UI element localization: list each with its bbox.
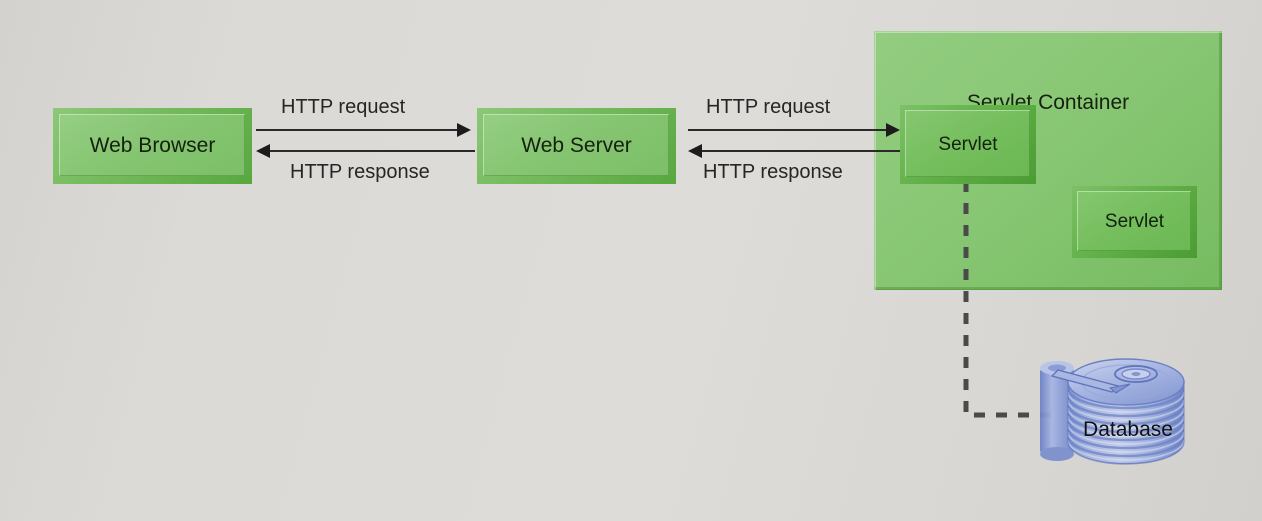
arrow-right-icon: [457, 123, 471, 137]
arrow-line-response-servlet-server: [702, 150, 905, 152]
database-label: Database: [1083, 418, 1173, 441]
node-servlet-1: Servlet: [900, 105, 1036, 184]
web-browser-label: Web Browser: [89, 134, 216, 157]
node-servlet-2: Servlet: [1072, 186, 1197, 258]
label-http-request-server-servlet: HTTP request: [706, 96, 831, 118]
database-top-platter: [1067, 358, 1185, 406]
arrow-line-request-server-servlet: [688, 129, 890, 131]
arrow-left-icon: [256, 144, 270, 158]
arrow-line-response-server-browser: [270, 150, 475, 152]
node-web-server: Web Server: [477, 108, 676, 184]
node-web-browser: Web Browser: [53, 108, 252, 184]
label-http-response-servlet-server: HTTP response: [703, 161, 843, 183]
web-server-label: Web Server: [521, 134, 632, 157]
arrow-line-request-browser-server: [256, 129, 461, 131]
servlet-1-label: Servlet: [938, 133, 998, 155]
database-disk-stack-icon: [1040, 358, 1185, 465]
database-read-arm: [1050, 369, 1131, 394]
arrow-right-icon: [886, 123, 900, 137]
servlet-2-label: Servlet: [1104, 211, 1165, 232]
label-http-request-browser-server: HTTP request: [281, 96, 406, 118]
label-http-response-server-browser: HTTP response: [290, 161, 430, 183]
arrow-left-icon: [688, 144, 702, 158]
database-spindle: [1040, 361, 1074, 461]
